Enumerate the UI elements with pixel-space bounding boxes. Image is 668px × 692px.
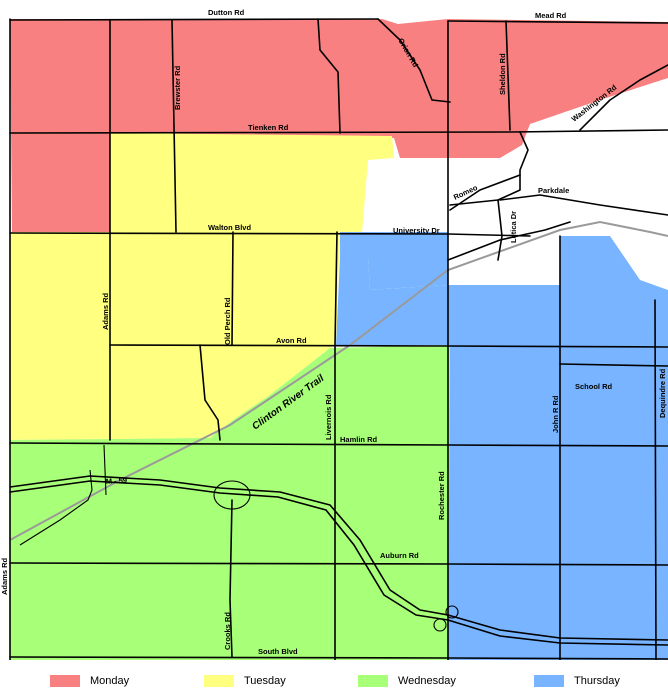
monday-swatch <box>50 675 80 687</box>
rochester-interchange-1 <box>445 605 459 619</box>
m59-line-north <box>9 475 668 641</box>
romeo-line <box>449 174 521 211</box>
pickup-zone-map: Dutton Rd Mead Rd Orion Rd Sheldon Rd Wa… <box>0 8 668 660</box>
misc-road-4 <box>449 131 529 206</box>
old-perch-rd-label: Old Perch Rd <box>223 297 232 345</box>
livernois-rd-line <box>334 231 338 660</box>
m59-ramp-2 <box>103 444 107 496</box>
legend-label-thursday: Thursday <box>574 675 620 687</box>
letica-dr-line <box>497 199 503 261</box>
school-rd-label: School Rd <box>575 382 613 391</box>
washington-rd-line <box>579 64 668 131</box>
legend-item-thursday: Thursday <box>534 673 620 689</box>
legend-label-monday: Monday <box>90 675 130 687</box>
dutton-rd-line <box>9 18 379 21</box>
misc-road-5 <box>447 221 571 261</box>
crooks-rd-line <box>229 499 233 658</box>
adams-rd-south-label: Adams Rd <box>0 557 9 595</box>
m59-ramp-1 <box>19 469 93 546</box>
tuesday-swatch <box>204 675 234 687</box>
letica-dr-label: Letica Dr <box>509 211 518 243</box>
misc-road-2 <box>317 18 341 134</box>
adams-rd-north-label: Adams Rd <box>101 292 110 330</box>
m59-label: M - 59 <box>106 476 128 486</box>
brewster-rd-line <box>171 19 177 233</box>
m59-line-south <box>9 480 668 646</box>
thursday-swatch <box>534 675 564 687</box>
dequindre-rd-label: Dequindre Rd <box>658 368 667 418</box>
map-legend: Monday Tuesday Wednesday Thursday <box>0 668 668 692</box>
school-rd-line <box>559 363 668 367</box>
tienken-rd-line <box>9 129 668 134</box>
hamlin-rd-label: Hamlin Rd <box>340 435 378 444</box>
avon-rd-label: Avon Rd <box>276 336 307 345</box>
auburn-rd-label: Auburn Rd <box>380 551 419 560</box>
zone-wednesday <box>10 345 450 660</box>
south-blvd-label: South Blvd <box>258 647 298 656</box>
wednesday-swatch <box>358 675 388 687</box>
rochester-interchange-2 <box>433 618 447 632</box>
zone-tuesday <box>10 133 394 440</box>
tienken-rd-label: Tienken Rd <box>248 123 289 132</box>
legend-item-tuesday: Tuesday <box>204 673 286 689</box>
zone-thursday <box>340 232 448 290</box>
legend-item-monday: Monday <box>50 673 129 689</box>
sheldon-rd-line <box>505 20 511 131</box>
parkdale-label: Parkdale <box>538 186 569 195</box>
misc-road-3 <box>199 344 221 441</box>
legend-item-wednesday: Wednesday <box>358 673 456 689</box>
mead-rd-line <box>447 20 668 24</box>
dequindre-rd-line <box>654 299 657 660</box>
crooks-rd-label: Crooks Rd <box>223 612 232 650</box>
brewster-rd-label: Brewster Rd <box>173 65 182 110</box>
legend-label-wednesday: Wednesday <box>398 675 456 687</box>
dutton-rd-label: Dutton Rd <box>208 8 245 17</box>
rochester-rd-label: Rochester Rd <box>437 471 446 520</box>
parkdale-line <box>499 194 668 216</box>
livernois-rd-label: Livernois Rd <box>324 394 333 440</box>
mead-rd-label: Mead Rd <box>535 11 567 20</box>
old-perch-rd-line <box>231 231 234 346</box>
orion-rd-line <box>377 18 451 103</box>
john-r-rd-label: John R Rd <box>551 395 560 433</box>
crooks-interchange <box>213 480 251 510</box>
sheldon-rd-label: Sheldon Rd <box>498 53 507 95</box>
university-dr-label: University Dr <box>393 226 440 235</box>
walton-blvd-label: Walton Blvd <box>208 223 251 232</box>
zone-thursday-east <box>336 236 668 660</box>
legend-label-tuesday: Tuesday <box>244 675 286 687</box>
